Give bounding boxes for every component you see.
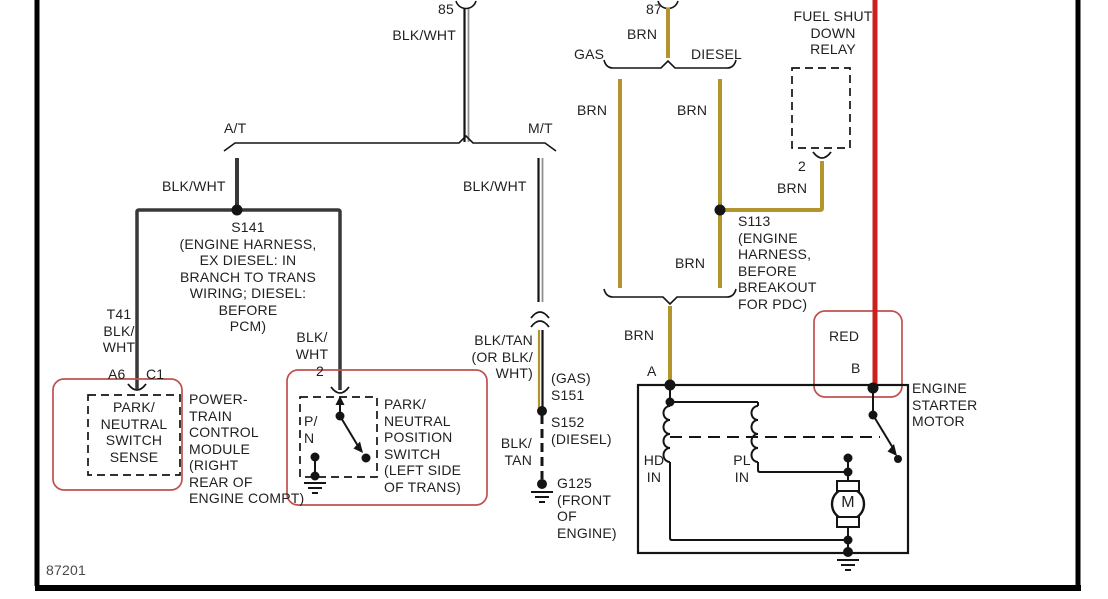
wire-merged-color-label: BRN bbox=[624, 327, 655, 343]
pns-highlight-box bbox=[286, 369, 488, 506]
starter-switch-arm bbox=[872, 414, 894, 449]
wire-blkwht-85 bbox=[455, 0, 477, 142]
relay-pin-2-label: 2 bbox=[798, 158, 806, 174]
ground-g125-icon bbox=[531, 491, 553, 503]
pin-2-pns-label: 2 bbox=[316, 363, 324, 379]
starter-motor-box bbox=[636, 383, 910, 555]
pns-switch bbox=[304, 396, 371, 494]
wire-blkwht-mt bbox=[537, 158, 544, 302]
splice-s141-note: S141 (ENGINE HARNESS, EX DIESEL: IN BRAN… bbox=[179, 219, 317, 334]
inline-connector-icon bbox=[530, 311, 550, 328]
pin-85-label: 85 bbox=[438, 1, 454, 17]
pcm-caption: POWER- TRAIN CONTROL MODULE (RIGHT REAR … bbox=[189, 391, 305, 506]
pl-in-label: PL IN bbox=[733, 452, 751, 485]
pns-pn-label: P/ N bbox=[304, 413, 318, 446]
wire-87-color-label: BRN bbox=[627, 26, 658, 42]
pcm-sense-label: PARK/ NEUTRAL SWITCH SENSE bbox=[100, 399, 168, 465]
connector-relay-icon bbox=[812, 151, 832, 159]
wire-at-color-label: BLK/WHT bbox=[162, 178, 226, 194]
splice-s151-dot bbox=[537, 406, 547, 416]
diagram-frame bbox=[34, 0, 1081, 591]
ground-g125-label: G125 (FRONT OF ENGINE) bbox=[557, 475, 617, 541]
branch-mt-label: M/T bbox=[528, 120, 553, 136]
circuit-t41-label: T41 BLK/ WHT bbox=[102, 306, 136, 355]
figure-number: 87201 bbox=[46, 562, 86, 578]
pns-caption: PARK/ NEUTRAL POSITION SWITCH (LEFT SIDE… bbox=[384, 396, 462, 495]
branch-at-label: A/T bbox=[224, 120, 247, 136]
pcm-sense-dashed-box bbox=[87, 394, 181, 476]
splice-s113-note: S113 (ENGINE HARNESS, BEFORE BREAKOUT FO… bbox=[738, 213, 817, 312]
wire-diesel-color-label: BRN bbox=[677, 102, 708, 118]
wire-mt-color-label: BLK/WHT bbox=[463, 178, 527, 194]
starter-motor-internals bbox=[662, 379, 902, 571]
splice-s113-dot bbox=[714, 204, 726, 216]
wire-diesel-low-color-label: BRN bbox=[675, 255, 706, 271]
relay-dashed-box bbox=[791, 67, 851, 149]
wire-gas-color-label: BRN bbox=[577, 102, 608, 118]
pl-coil-icon bbox=[750, 405, 759, 463]
pns-arrow-down-icon bbox=[353, 441, 363, 453]
connector-85-icon bbox=[455, 0, 477, 10]
connector-pcm-icon bbox=[127, 383, 147, 391]
starter-arrow-icon bbox=[887, 444, 897, 456]
pns-switch-arm bbox=[339, 415, 359, 447]
split-bracket-at-mt bbox=[223, 134, 557, 152]
pns-arrow-up-icon bbox=[335, 396, 345, 405]
motor-brush-bottom bbox=[836, 516, 860, 528]
split-bracket-gas-diesel bbox=[603, 59, 737, 69]
motor-m-label: M bbox=[841, 494, 855, 511]
wire-blktan bbox=[537, 330, 544, 408]
brn-wires bbox=[618, 8, 824, 383]
relay-caption: FUEL SHUT DOWN RELAY bbox=[793, 8, 873, 57]
wire-s141-branches bbox=[135, 204, 342, 390]
starter-caption: ENGINE STARTER MOTOR bbox=[912, 380, 978, 429]
wire-blktan-color-label: BLK/TAN (OR BLK/ WHT) bbox=[471, 332, 533, 381]
motor-brush-top bbox=[836, 480, 860, 492]
wire-blktan2-color-label: BLK/ TAN bbox=[500, 435, 532, 468]
wire-brn-relay bbox=[725, 161, 824, 212]
splice-s141-dot bbox=[231, 204, 243, 216]
terminal-b-label: B bbox=[851, 360, 861, 376]
pcm-highlight-box bbox=[52, 378, 183, 491]
hd-in-label: HD IN bbox=[643, 452, 665, 485]
pin-c1-label: C1 bbox=[146, 366, 165, 382]
merge-bracket-brn bbox=[603, 288, 737, 306]
ground-g125 bbox=[531, 479, 553, 503]
wire-85-color-label: BLK/WHT bbox=[392, 27, 456, 43]
pin-a6-label: A6 bbox=[108, 366, 126, 382]
wire-red-color-label: RED bbox=[829, 328, 860, 344]
red-wire-highlight-box bbox=[813, 310, 903, 398]
branch-diesel-label: DIESEL bbox=[691, 46, 742, 62]
relay-wire-color-label: BRN bbox=[777, 180, 808, 196]
wire-pns-color-label: BLK/ WHT bbox=[295, 329, 329, 362]
splice-s152-label: S152 (DIESEL) bbox=[551, 414, 612, 447]
branch-gas-label: GAS bbox=[574, 46, 605, 62]
pin-87-label: 87 bbox=[646, 1, 662, 17]
pns-dashed-box bbox=[299, 396, 378, 478]
pns-ground-icon bbox=[304, 482, 326, 494]
connector-pns-icon bbox=[330, 386, 350, 394]
starter-ground-icon bbox=[837, 559, 859, 571]
terminal-a-label: A bbox=[647, 363, 657, 379]
splice-s151-label: (GAS) S151 bbox=[551, 370, 591, 403]
hd-coil-icon bbox=[662, 405, 671, 463]
